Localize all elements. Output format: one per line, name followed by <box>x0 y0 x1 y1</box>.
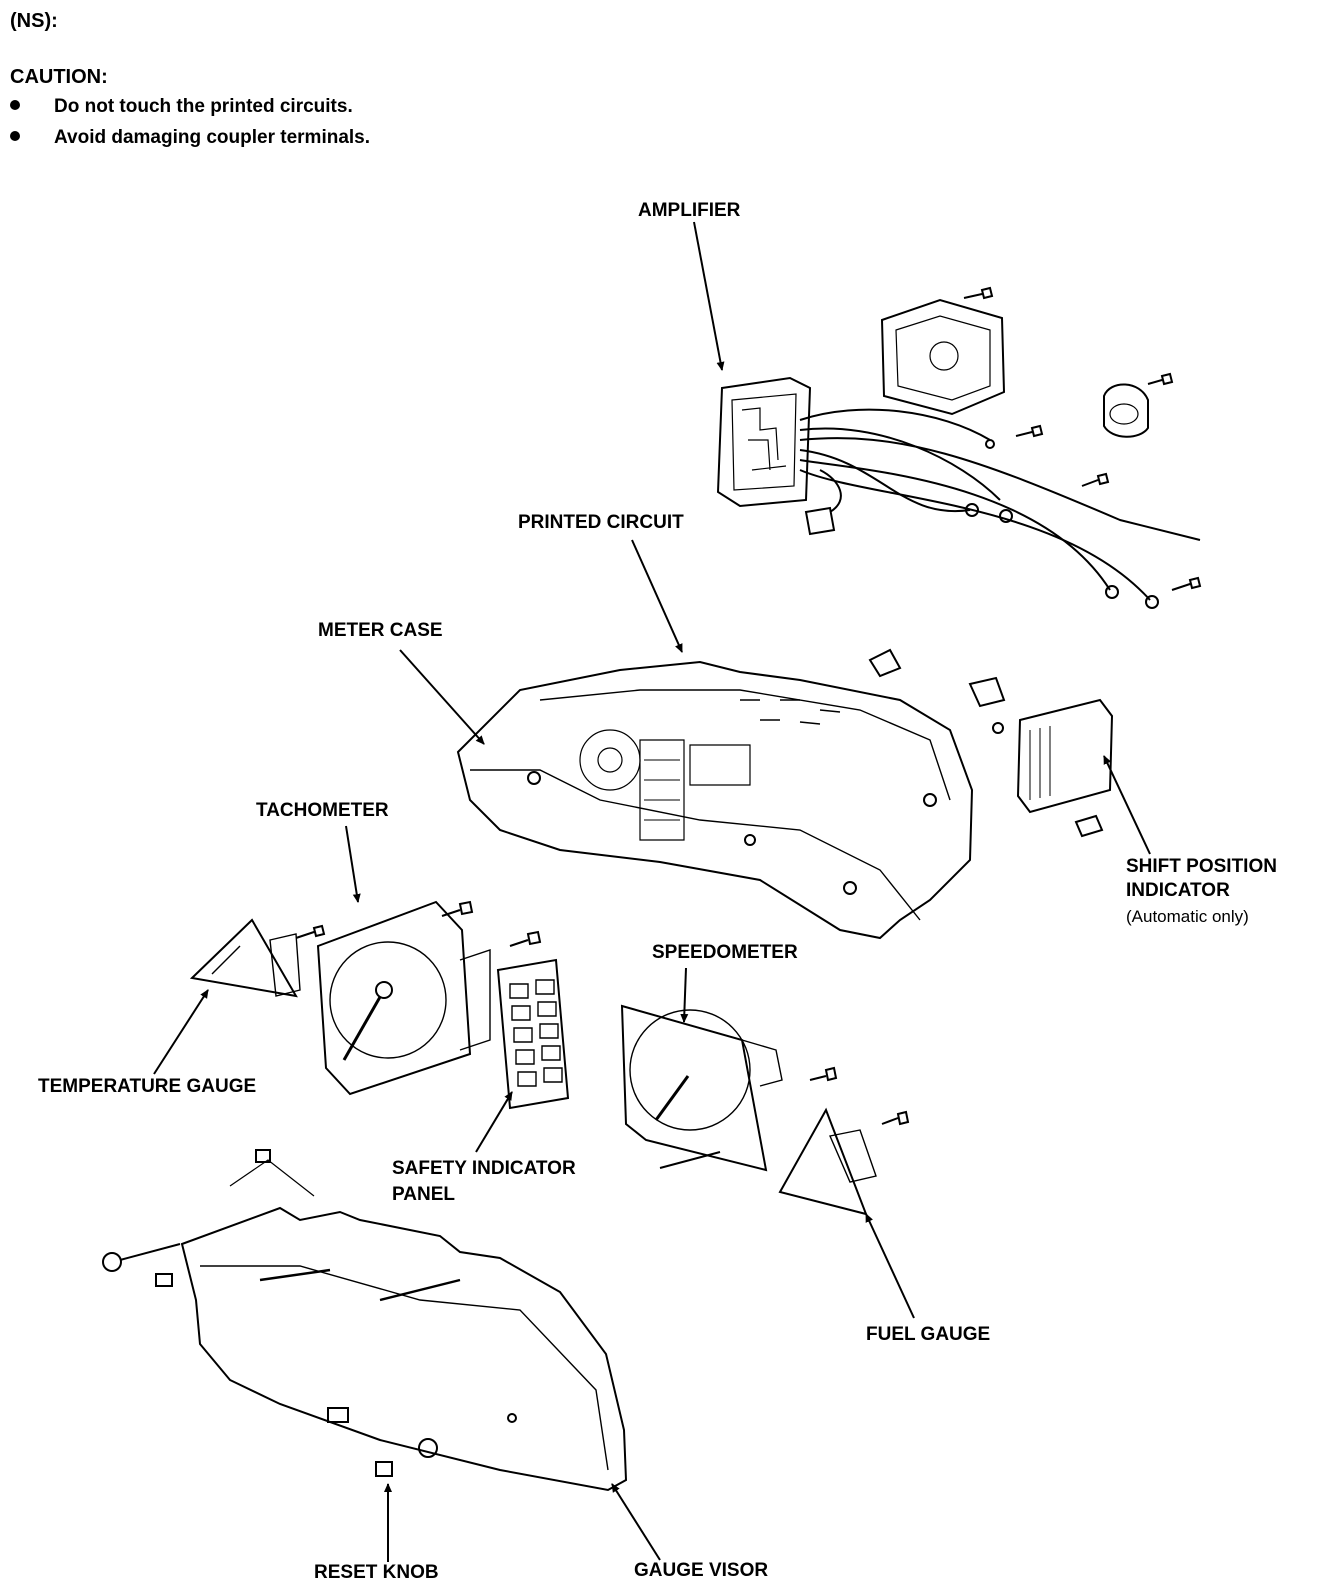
label-temperature-gauge: TEMPERATURE GAUGE <box>38 1076 257 1097</box>
label-fuel-gauge: FUEL GAUGE <box>866 1324 991 1345</box>
amplifier-drawing <box>718 288 1200 608</box>
label-safety-indicator-panel-line2: PANEL <box>392 1184 455 1205</box>
caution-heading: CAUTION: <box>10 66 108 88</box>
label-reset-knob: RESET KNOB <box>314 1562 439 1583</box>
meter-case-drawing <box>458 650 1112 938</box>
label-gauge-visor: GAUGE VISOR <box>634 1560 769 1581</box>
caution-item-text: Do not touch the printed circuits. <box>54 96 353 117</box>
bullet-icon <box>10 130 20 141</box>
bullet-icon <box>10 99 20 110</box>
section-heading: (NS): <box>10 10 58 32</box>
caution-item-text: Avoid damaging coupler terminals. <box>54 127 371 148</box>
label-shift-position-indicator-line2: INDICATOR <box>1126 880 1230 901</box>
tachometer-drawing <box>192 902 540 1094</box>
label-tachometer: TACHOMETER <box>256 800 389 821</box>
gauge-visor-drawing <box>103 1150 626 1490</box>
safety-indicator-panel-drawing <box>498 960 568 1108</box>
caution-item: Do not touch the printed circuits. <box>10 96 353 118</box>
label-safety-indicator-panel: SAFETY INDICATOR <box>392 1158 576 1179</box>
label-speedometer: SPEEDOMETER <box>652 942 798 963</box>
leader-arrows <box>154 222 1150 1562</box>
caution-item: Avoid damaging coupler terminals. <box>10 127 370 149</box>
label-shift-position-note: (Automatic only) <box>1126 907 1249 926</box>
label-shift-position-indicator: SHIFT POSITION <box>1126 856 1277 877</box>
speedometer-drawing <box>622 1006 908 1214</box>
label-printed-circuit: PRINTED CIRCUIT <box>518 512 684 533</box>
label-meter-case: METER CASE <box>318 620 443 641</box>
label-amplifier: AMPLIFIER <box>638 200 741 221</box>
